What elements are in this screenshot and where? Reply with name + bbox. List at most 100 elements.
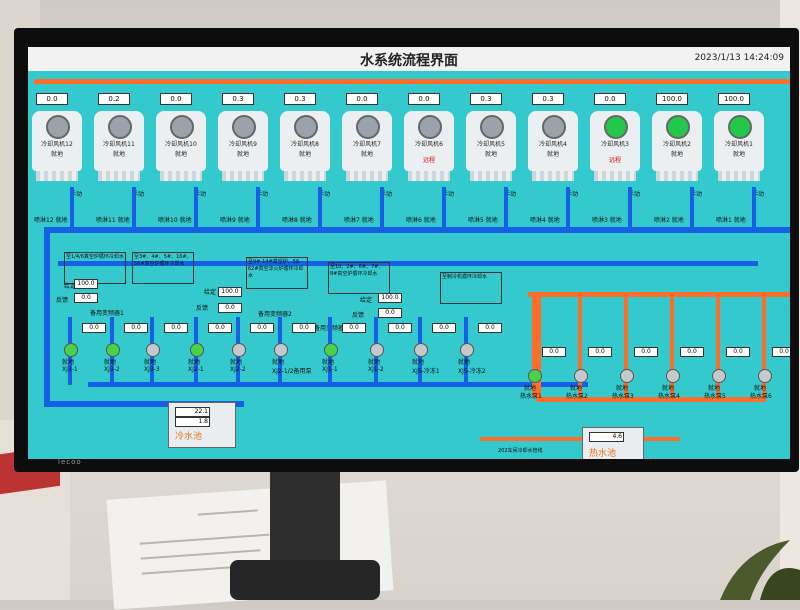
note-branch-3: 至9#-14#真空炉、58-62#真空淬火炉循环冷却水 — [246, 257, 308, 289]
tower-state: 就地 — [670, 151, 683, 158]
tower-louver — [532, 171, 574, 181]
hot-water-pump[interactable] — [712, 369, 726, 383]
tower-outlet-pipe — [318, 187, 322, 229]
fan-speed-value[interactable]: 0.0 — [346, 93, 378, 105]
cold-pump[interactable] — [64, 343, 78, 357]
tower-state: 就地 — [732, 151, 745, 158]
hot-pump-state: 就地 — [708, 385, 721, 392]
fan-speed-value[interactable]: 0.0 — [594, 93, 626, 105]
cooling-tower[interactable]: 冷却风机3 远程 — [590, 105, 640, 183]
fan-speed-value[interactable]: 0.3 — [222, 93, 254, 105]
hot-water-pump[interactable] — [666, 369, 680, 383]
cooling-tower[interactable]: 冷却风机10 就地 — [156, 105, 206, 183]
tower-louver — [594, 171, 636, 181]
paper-line — [197, 509, 258, 516]
pump-name: XJ2-2 — [230, 366, 246, 373]
cold-pump[interactable] — [324, 343, 338, 357]
pump-name: XJ5-冷冻2 — [458, 368, 486, 375]
note-branch-2: 至3#、4#、5#、16#、56#真空炉循环冷却水 — [132, 252, 194, 284]
hot-water-pump[interactable] — [528, 369, 542, 383]
fan-speed-value[interactable]: 0.3 — [284, 93, 316, 105]
hot-water-pump[interactable] — [620, 369, 634, 383]
hot-pump-state: 就地 — [754, 385, 767, 392]
datetime-display: 2023/1/13 14:24:09 — [694, 53, 784, 63]
cold-pump[interactable] — [460, 343, 474, 357]
fan-speed-value[interactable]: 0.0 — [36, 93, 68, 105]
pump-value[interactable]: 0.0 — [342, 323, 366, 333]
cold-pump[interactable] — [232, 343, 246, 357]
pump-value[interactable]: 0.0 — [250, 323, 274, 333]
fan-speed-value[interactable]: 100.0 — [656, 93, 688, 105]
fan-speed-value[interactable]: 0.0 — [408, 93, 440, 105]
tower-louver — [98, 171, 140, 181]
cooling-tower[interactable]: 冷却风机11 就地 — [94, 105, 144, 183]
tower-name: 冷却风机5 — [477, 141, 505, 148]
fan-speed-value[interactable]: 100.0 — [718, 93, 750, 105]
cold-pump[interactable] — [274, 343, 288, 357]
cooling-tower[interactable]: 冷却风机6 远程 — [404, 105, 454, 183]
brand-logo: lecoo — [58, 458, 82, 466]
given-value-3[interactable]: 100.0 — [378, 293, 402, 303]
cold-pump[interactable] — [414, 343, 428, 357]
fan-speed-value[interactable]: 0.3 — [470, 93, 502, 105]
pump-value[interactable]: 0.0 — [478, 323, 502, 333]
hot-pump-branch-pipe — [532, 297, 536, 397]
given-value-1[interactable]: 100.0 — [74, 279, 98, 289]
cooling-tower[interactable]: 冷却风机1 就地 — [714, 105, 764, 183]
pump-value[interactable]: 0.0 — [124, 323, 148, 333]
distribution-header — [58, 261, 758, 266]
hot-pump-state: 就地 — [662, 385, 675, 392]
cold-pump[interactable] — [370, 343, 384, 357]
fan-speed-value[interactable]: 0.3 — [532, 93, 564, 105]
hot-pump-branch-pipe — [578, 297, 582, 397]
hot-pump-value[interactable]: 0.0 — [634, 347, 658, 357]
cooling-tower[interactable]: 冷却风机4 就地 — [528, 105, 578, 183]
tower-outlet-pipe — [70, 187, 74, 229]
cooling-tower[interactable]: 冷却风机9 就地 — [218, 105, 268, 183]
spray-valve-label: 喷淋6 就地 — [406, 215, 436, 224]
pump-value[interactable]: 0.0 — [432, 323, 456, 333]
cooling-tower[interactable]: 冷却风机12 就地 — [32, 105, 82, 183]
hot-pump-value[interactable]: 0.0 — [772, 347, 790, 357]
pump-value[interactable]: 0.0 — [388, 323, 412, 333]
tower-name: 冷却风机6 — [415, 141, 443, 148]
fan-icon — [728, 115, 752, 139]
hot-pump-value[interactable]: 0.0 — [680, 347, 704, 357]
hot-water-pump[interactable] — [574, 369, 588, 383]
cooling-tower[interactable]: 冷却风机2 就地 — [652, 105, 702, 183]
tower-name: 冷却风机9 — [229, 141, 257, 148]
pump-value[interactable]: 0.0 — [164, 323, 188, 333]
tower-louver — [222, 171, 264, 181]
spray-valve-name: 喷淋9 — [220, 217, 236, 224]
cold-pump[interactable] — [146, 343, 160, 357]
spray-valve-name: 喷淋1 — [716, 217, 732, 224]
hot-pump-value[interactable]: 0.0 — [542, 347, 566, 357]
spray-valve-label: 喷淋4 就地 — [530, 215, 560, 224]
fan-speed-value[interactable]: 0.2 — [98, 93, 130, 105]
cold-pump[interactable] — [190, 343, 204, 357]
hot-pump-value[interactable]: 0.0 — [726, 347, 750, 357]
cooling-tower[interactable]: 冷却风机7 就地 — [342, 105, 392, 183]
hot-pump-name: 热水泵1 — [520, 393, 542, 400]
pump-value[interactable]: 0.0 — [292, 323, 316, 333]
fan-speed-value[interactable]: 0.0 — [160, 93, 192, 105]
given-value-2[interactable]: 100.0 — [218, 287, 242, 297]
spray-valve-state: 就地 — [423, 217, 436, 224]
hot-pool-line — [480, 437, 680, 441]
feedback-label-2: 反馈 — [196, 305, 209, 312]
pump-value[interactable]: 0.0 — [82, 323, 106, 333]
spray-valve-label: 喷淋7 就地 — [344, 215, 374, 224]
tower-state: 就地 — [546, 151, 559, 158]
hot-pump-name: 热水泵5 — [704, 393, 726, 400]
tower-state: 就地 — [112, 151, 125, 158]
spray-valve-label: 喷淋8 就地 — [282, 215, 312, 224]
cold-pump[interactable] — [106, 343, 120, 357]
hot-water-pump[interactable] — [758, 369, 772, 383]
cooling-tower[interactable]: 冷却风机8 就地 — [280, 105, 330, 183]
hot-pump-value[interactable]: 0.0 — [588, 347, 612, 357]
spray-valve-name: 喷淋7 — [344, 217, 360, 224]
cooling-tower[interactable]: 冷却风机5 就地 — [466, 105, 516, 183]
pump-name: XJ2-1/2备用泵 — [272, 368, 312, 375]
pump-value[interactable]: 0.0 — [208, 323, 232, 333]
tower-outlet-pipe — [442, 187, 446, 229]
